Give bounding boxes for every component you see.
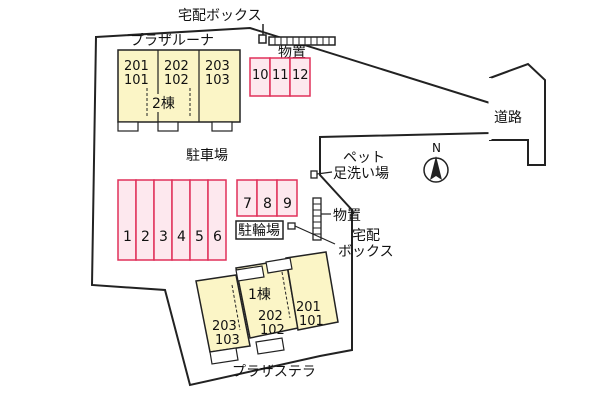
- parking-space-2: 2: [135, 179, 155, 261]
- unit-number-lower: 101: [299, 314, 324, 329]
- parking-top-row: 10 11 12: [249, 57, 311, 97]
- building-2-tag-box: [149, 94, 185, 112]
- unit-number-upper: 202: [258, 309, 283, 324]
- unit-number-lower: 102: [164, 73, 189, 88]
- storage-right-label: 物置: [333, 208, 361, 224]
- delivery-box-right: 宅配 ボックス: [287, 222, 394, 260]
- compass-letter: N: [432, 141, 441, 155]
- building-2-unit-2: 202 102: [164, 59, 189, 88]
- unit-number-lower: 101: [124, 73, 149, 88]
- bicycle-parking: 駐輪場: [235, 220, 284, 240]
- building-2: プラザルーナ 201 101 202 102 203 103 2棟: [117, 33, 241, 132]
- storage-right-racks: [312, 197, 322, 241]
- unit-number-lower: 103: [205, 73, 230, 88]
- storage-top: 物置: [268, 36, 336, 61]
- parking-number: 12: [292, 68, 309, 83]
- compass-needle: [430, 156, 442, 180]
- unit-number-lower: 102: [260, 323, 285, 338]
- delivery-box-top: 宅配ボックス: [178, 8, 267, 44]
- parking-number: 6: [213, 229, 222, 245]
- parking-space-3: 3: [153, 179, 173, 261]
- delivery-box-top-label: 宅配ボックス: [178, 8, 262, 24]
- building-2-name: プラザルーナ: [130, 33, 214, 49]
- building-1-tag: 1棟: [248, 287, 271, 303]
- parking-number: 10: [252, 68, 269, 83]
- storage-top-label: 物置: [278, 45, 306, 61]
- unit-number-lower: 103: [215, 333, 240, 348]
- pet-footwash-label-line1: ペット: [343, 150, 385, 166]
- building-1-unit-right: 201 101: [296, 300, 324, 329]
- building-2-unit-3: 203 103: [205, 59, 230, 88]
- parking-number: 2: [141, 229, 150, 245]
- pet-footwash: ペット 足洗い場: [310, 150, 389, 182]
- building-1-name: プラザステラ: [232, 364, 316, 380]
- parking-number: 5: [195, 229, 204, 245]
- parking-middle-row: 7 8 9: [236, 179, 298, 217]
- unit-number-upper: 203: [205, 59, 230, 74]
- building-1-unit-mid: 202 102: [258, 309, 285, 338]
- delivery-box-right-label-line1: 宅配: [352, 228, 380, 244]
- parking-space-1: 1: [117, 179, 137, 261]
- building-1-unit-left-block: [195, 274, 251, 353]
- delivery-box-right-label-line2: ボックス: [338, 244, 394, 260]
- building-1-tag-box: [244, 285, 280, 303]
- parking-number: 1: [123, 229, 132, 245]
- bicycle-parking-box: [235, 220, 284, 240]
- unit-number-upper: 203: [212, 319, 237, 334]
- parking-bottom-row: 1 2 3 4 5 6: [117, 179, 227, 261]
- pet-footwash-label-line2: 足洗い場: [333, 166, 389, 182]
- parking-number: 8: [263, 196, 272, 212]
- road-label: 道路: [494, 110, 522, 126]
- compass: N: [423, 141, 449, 183]
- parking-space-12: 12: [289, 57, 311, 97]
- storage-right: 物置: [312, 197, 361, 241]
- parking-space-7: 7: [236, 179, 258, 217]
- unit-number-upper: 201: [296, 300, 321, 315]
- building-1-unit-left: 203 103: [212, 319, 240, 348]
- parking-space-4: 4: [171, 179, 191, 261]
- parking-number: 11: [272, 68, 289, 83]
- unit-number-upper: 202: [164, 59, 189, 74]
- building-1: 1棟 203 103 202 102 201 101 プラザステラ: [195, 251, 339, 380]
- bicycle-parking-label: 駐輪場: [238, 222, 280, 239]
- parking-lot-label: 駐車場: [186, 147, 228, 164]
- parking-space-10: 10: [249, 57, 271, 97]
- parking-number: 4: [177, 229, 186, 245]
- delivery-box-right-marker: [287, 222, 296, 230]
- building-2-tag: 2棟: [152, 96, 175, 112]
- parking-number: 9: [283, 196, 292, 212]
- parking-number: 7: [243, 196, 252, 212]
- building-1-unit-right-block: [285, 251, 339, 331]
- parking-space-5: 5: [189, 179, 209, 261]
- parking-space-8: 8: [256, 179, 278, 217]
- unit-number-upper: 201: [124, 59, 149, 74]
- parking-number: 3: [159, 229, 168, 245]
- delivery-box-top-marker: [258, 34, 267, 44]
- parking-space-9: 9: [276, 179, 298, 217]
- parking-space-6: 6: [207, 179, 227, 261]
- pet-footwash-marker: [310, 170, 318, 179]
- road: 道路: [488, 62, 546, 166]
- building-2-unit-1: 201 101: [124, 59, 149, 88]
- storage-top-racks: [268, 36, 336, 46]
- parking-space-11: 11: [269, 57, 291, 97]
